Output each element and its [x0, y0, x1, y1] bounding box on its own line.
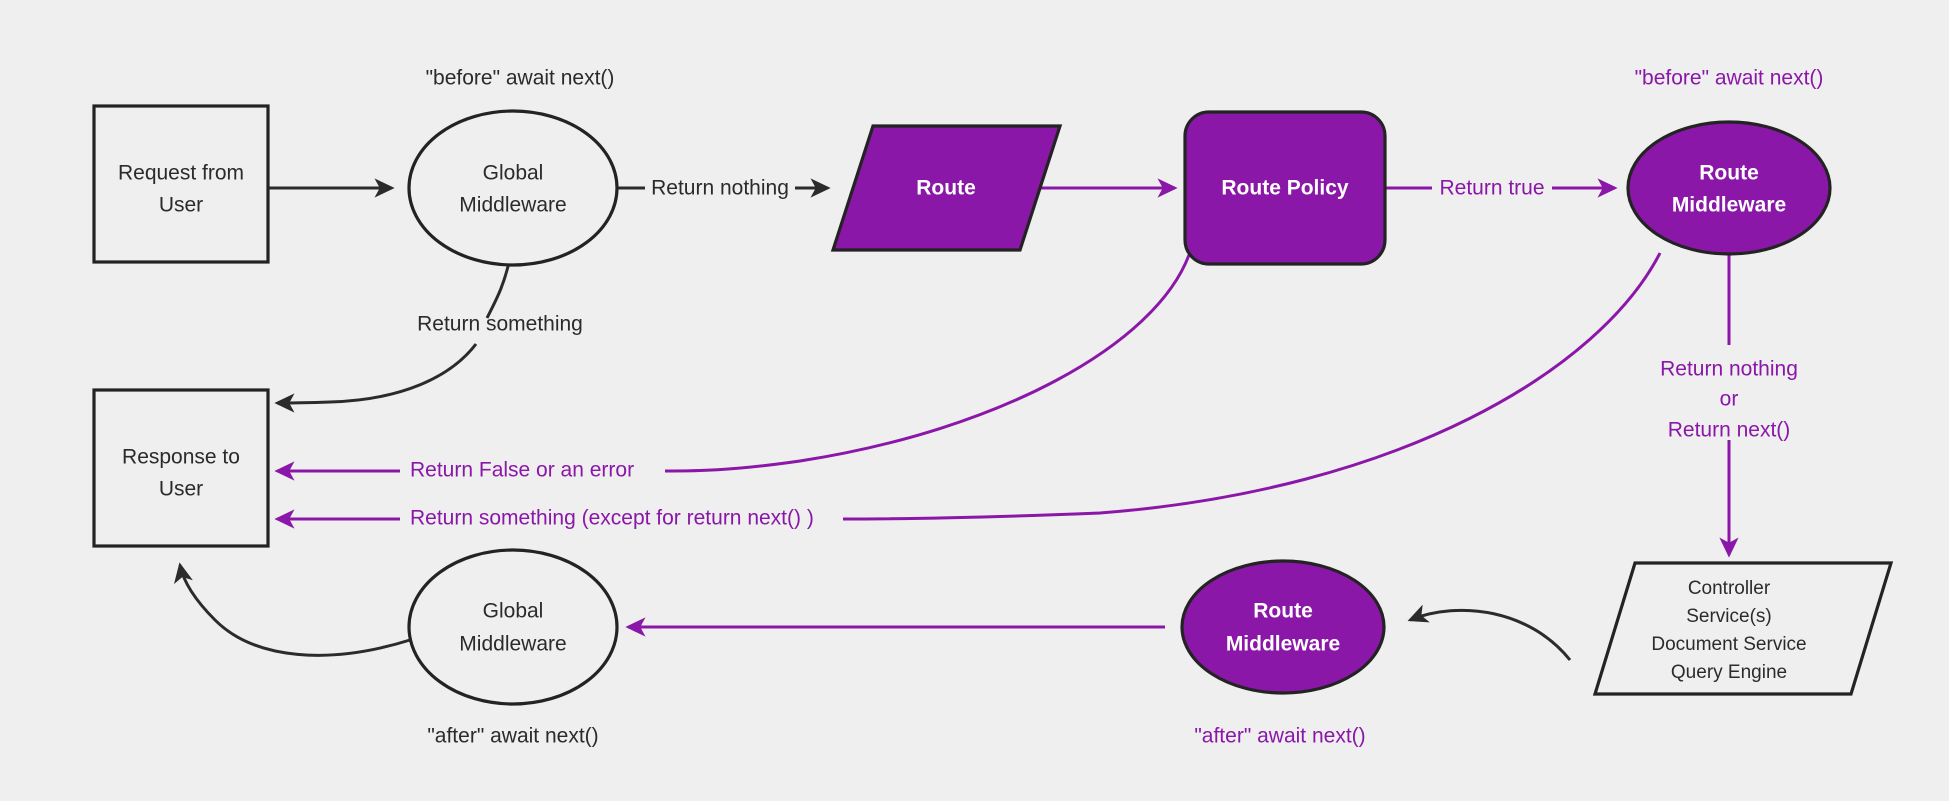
request-from-user-line1: Request from	[118, 162, 244, 185]
response-to-user-line2: User	[159, 478, 203, 501]
global-middleware-bottom-line2: Middleware	[459, 633, 566, 656]
route-policy-label: Route Policy	[1221, 177, 1349, 200]
global-middleware-bottom-ellipse	[407, 548, 619, 706]
controller-stack-line-4: Query Engine	[1671, 662, 1787, 683]
node-route[interactable]: Route	[830, 124, 1063, 252]
annotation-before-await-next-route: "before" await next()	[1635, 67, 1824, 90]
edge-label-return-nothing: Return nothing	[651, 177, 789, 200]
controller-stack-line-2: Service(s)	[1686, 606, 1772, 627]
edge-global-middleware-bottom-to-response	[174, 562, 411, 657]
edge-global-to-label-return-something	[485, 257, 512, 319]
edge-label-return-false-or-error: Return False or an error	[410, 459, 634, 482]
edge-label-return-next: Return next()	[1668, 419, 1791, 442]
annotation-before-await-next-global: "before" await next()	[426, 67, 615, 90]
edge-label-return-something-except: Return something (except for return next…	[410, 507, 814, 530]
node-route-middleware-bottom[interactable]: Route Middleware	[1180, 559, 1386, 695]
node-route-middleware-top[interactable]: Route Middleware	[1626, 120, 1832, 256]
response-to-user-line1: Response to	[122, 446, 240, 469]
edge-label-return-something-top: Return something	[417, 313, 583, 336]
controller-stack-parallelogram	[1592, 561, 1894, 696]
controller-stack-line-3: Document Service	[1651, 634, 1806, 655]
node-response-to-user[interactable]: Response to User	[92, 388, 270, 548]
global-middleware-bottom-line1: Global	[483, 600, 544, 623]
edge-middleware-to-label-return-something-except	[842, 252, 1662, 521]
edge-return-something-to-response	[274, 343, 478, 413]
response-to-user-rect	[92, 388, 270, 548]
node-controller-stack[interactable]: Controller Service(s) Document Service Q…	[1592, 561, 1894, 696]
route-middleware-bottom-ellipse	[1180, 559, 1386, 695]
annotation-after-await-next-route: "after" await next()	[1194, 725, 1365, 748]
global-middleware-top-line1: Global	[483, 162, 544, 185]
node-route-policy[interactable]: Route Policy	[1183, 110, 1387, 266]
node-global-middleware-top[interactable]: Global Middleware	[407, 109, 619, 267]
global-middleware-top-ellipse	[407, 109, 619, 267]
route-policy-rect	[1183, 110, 1387, 266]
node-request-from-user[interactable]: Request from User	[92, 104, 270, 264]
global-middleware-top-line2: Middleware	[459, 194, 566, 217]
route-middleware-top-line2: Middleware	[1672, 194, 1786, 217]
route-middleware-top-ellipse	[1626, 120, 1832, 256]
route-label: Route	[916, 177, 976, 200]
route-middleware-bottom-line2: Middleware	[1226, 633, 1340, 656]
node-global-middleware-bottom[interactable]: Global Middleware	[407, 548, 619, 706]
edge-controller-to-route-middleware-bottom	[1407, 604, 1572, 661]
edge-label-return-nothing-middleware: Return nothing	[1660, 358, 1798, 381]
edge-label-return-true: Return true	[1439, 177, 1544, 200]
edge-label-or: or	[1720, 388, 1739, 411]
request-from-user-line2: User	[159, 194, 203, 217]
route-middleware-bottom-line1: Route	[1253, 600, 1313, 623]
route-middleware-top-line1: Route	[1699, 162, 1759, 185]
controller-stack-line-1: Controller	[1688, 578, 1771, 599]
annotation-after-await-next-global: "after" await next()	[427, 725, 598, 748]
request-from-user-rect	[92, 104, 270, 264]
edge-policy-to-label-return-false	[664, 254, 1191, 473]
route-parallelogram	[830, 124, 1063, 252]
